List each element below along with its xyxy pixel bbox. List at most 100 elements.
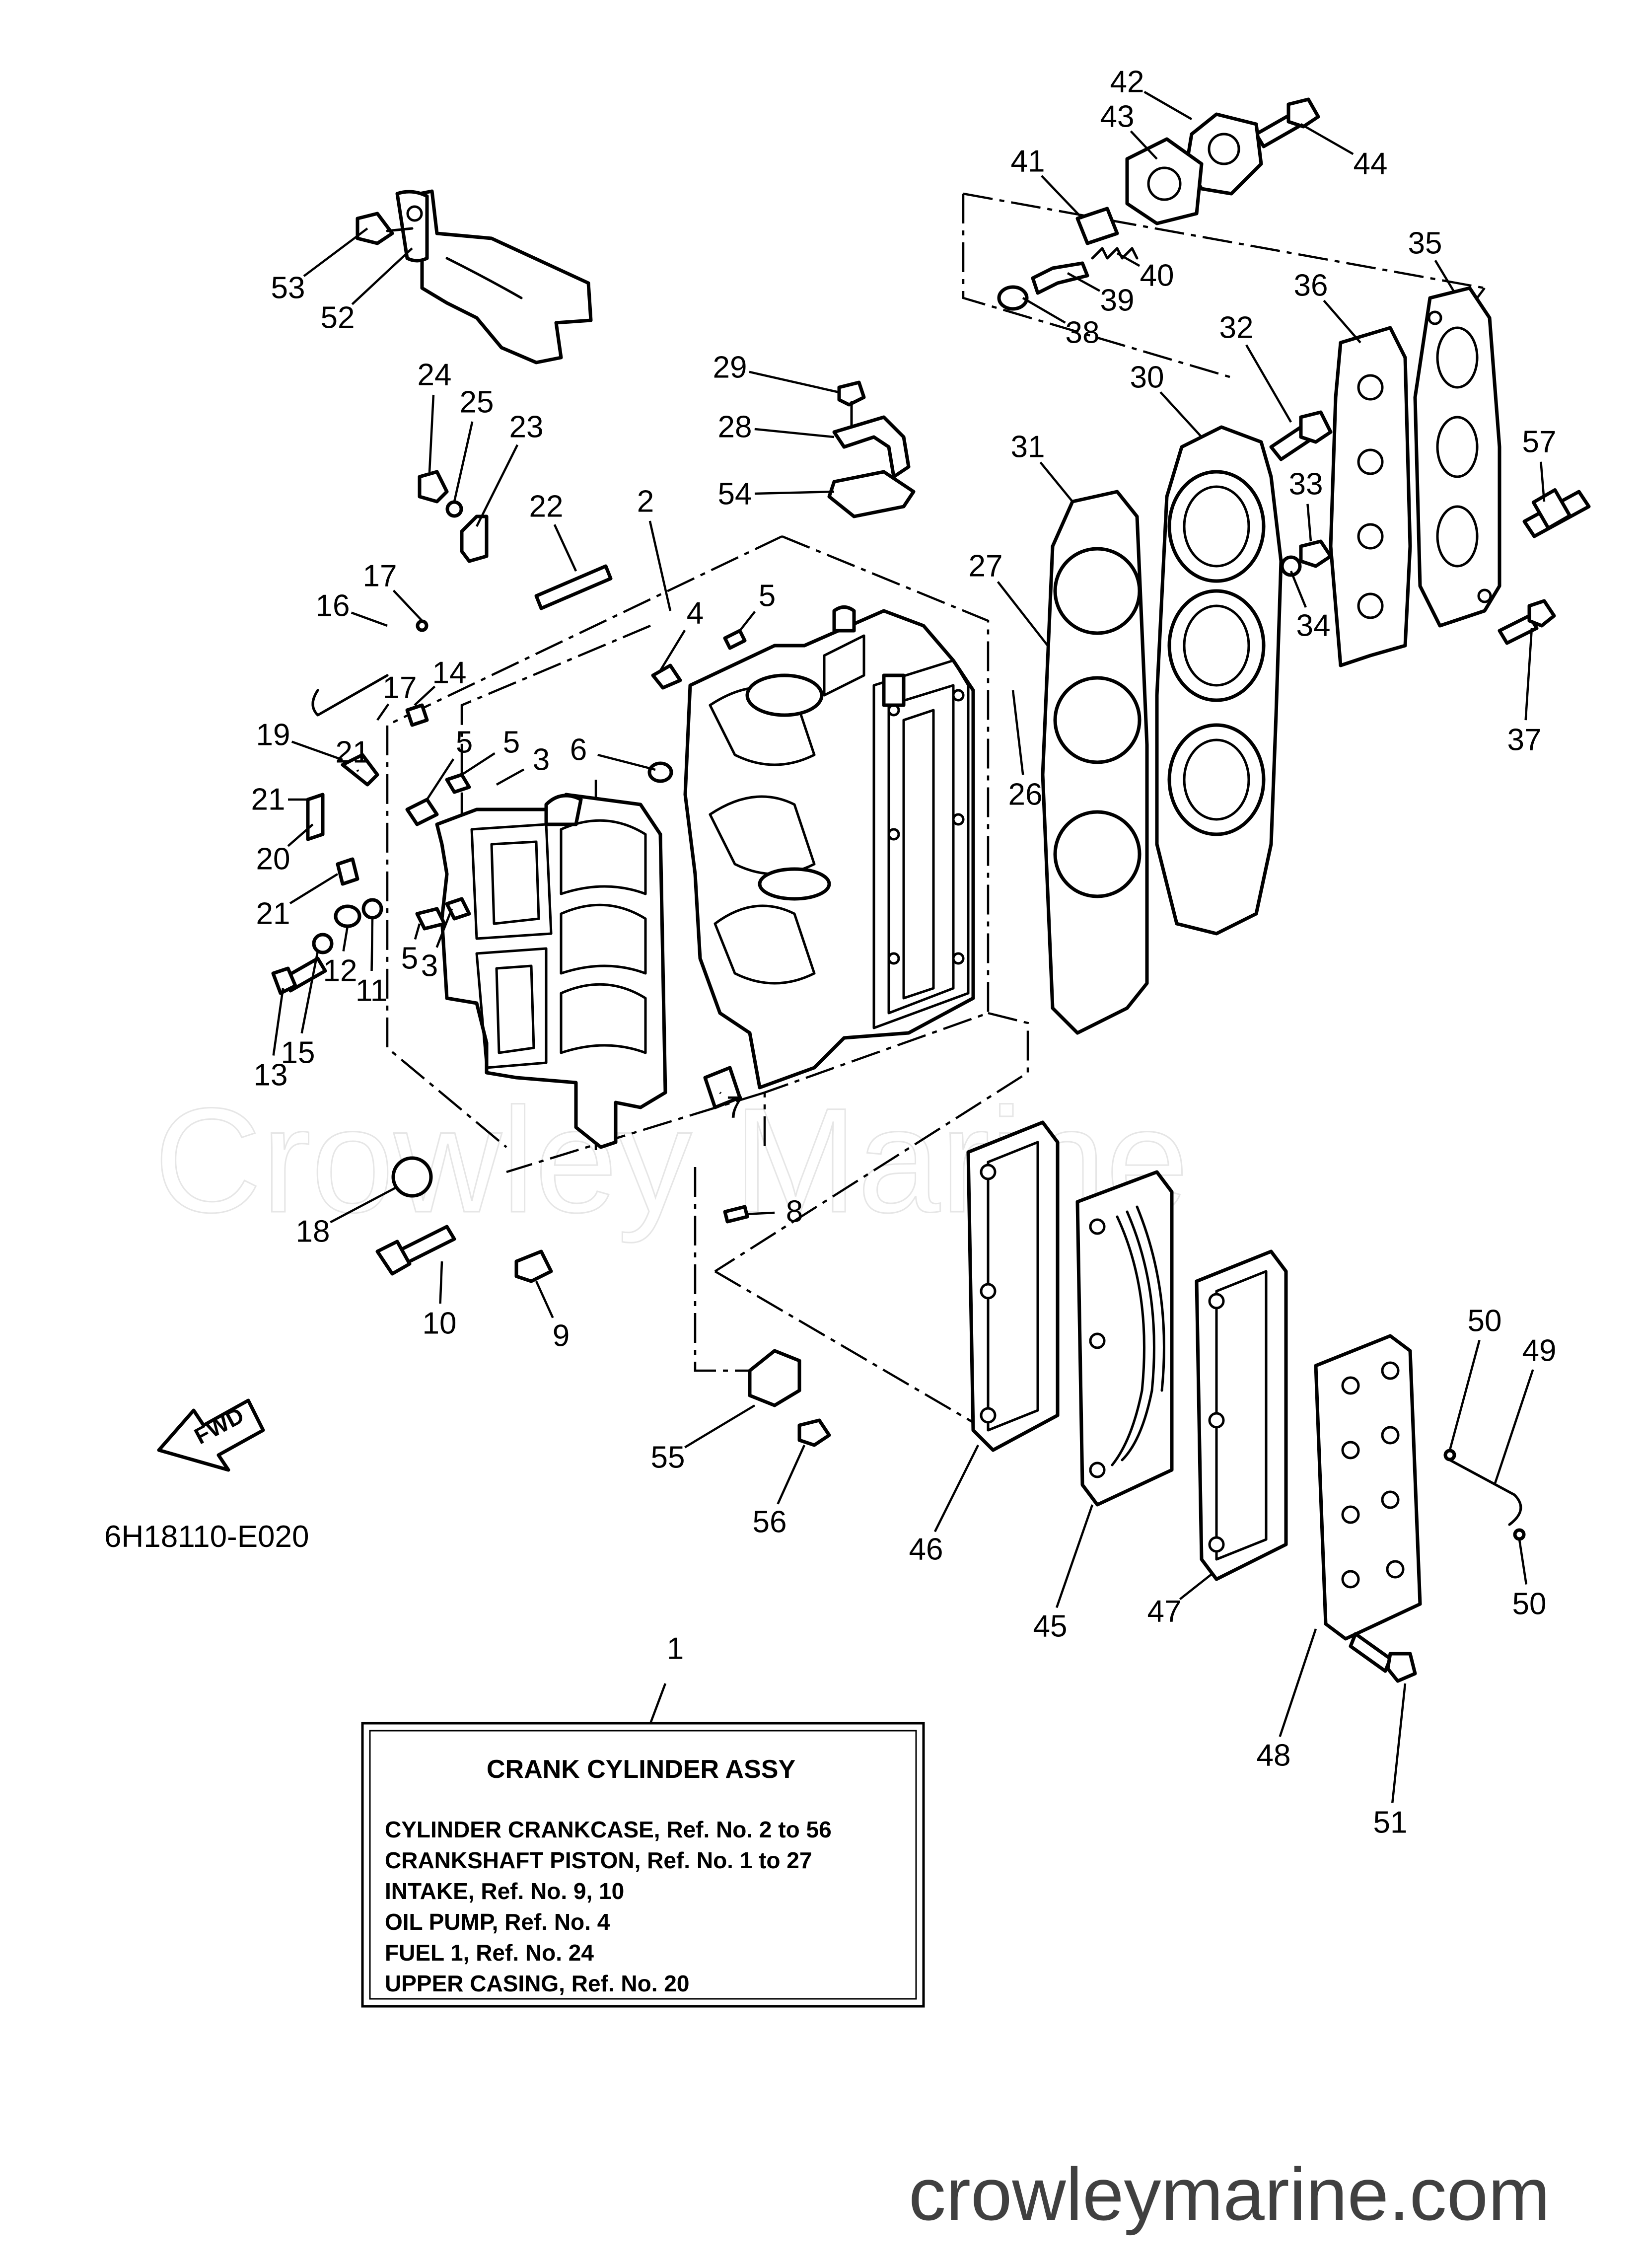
leader-line (351, 611, 388, 627)
info-box-line: CRANKSHAFT PISTON, Ref. No. 1 to 27 (385, 1847, 812, 1873)
leader-line (439, 1261, 443, 1304)
callout-12: 12 (323, 954, 357, 988)
leader-line (597, 753, 656, 771)
stud-22 (534, 564, 613, 610)
leader-line (1518, 1539, 1528, 1585)
callout-25: 25 (460, 385, 494, 420)
callout-21: 21 (336, 735, 370, 770)
pin-3 (445, 897, 471, 921)
callout-16: 16 (316, 589, 350, 623)
callout-43: 43 (1100, 100, 1135, 134)
callout-50: 50 (1468, 1304, 1502, 1338)
footer-url: crowleymarine.com (909, 2152, 1550, 2236)
leader-lines (272, 91, 1546, 1803)
callout-36: 36 (1294, 269, 1328, 303)
pin-5b (445, 773, 471, 794)
callout-44: 44 (1354, 147, 1388, 181)
callout-32: 32 (1219, 311, 1254, 345)
leader-line (475, 444, 519, 527)
pin-4 (651, 663, 682, 690)
callout-35: 35 (1408, 226, 1442, 261)
callout-29: 29 (713, 351, 747, 385)
leader-line (435, 908, 453, 948)
callout-5: 5 (456, 726, 473, 760)
bolt-9 (514, 1249, 553, 1283)
washer-25 (445, 500, 463, 518)
clip-50-bottom (1513, 1528, 1526, 1541)
callout-39: 39 (1100, 284, 1135, 318)
callout-21: 21 (251, 783, 286, 817)
valve-39 (1031, 261, 1089, 295)
screw-24 (418, 470, 449, 504)
leader-line (351, 247, 413, 305)
leader-line (1067, 272, 1101, 292)
seal-38 (997, 285, 1029, 311)
leader-line (997, 581, 1049, 647)
callout-48: 48 (1257, 1739, 1291, 1773)
info-box-ref: 1 (667, 1632, 684, 1666)
washer-34 (1280, 555, 1302, 577)
head-cover-gasket-36 (1329, 326, 1412, 667)
callout-27: 27 (969, 549, 1003, 584)
callout-23: 23 (509, 410, 544, 444)
leader-line (356, 769, 359, 772)
info-box-title: CRANK CYLINDER ASSY (487, 1755, 795, 1784)
callout-14: 14 (432, 656, 467, 690)
callout-3: 3 (533, 743, 550, 777)
bracket-plate (395, 189, 593, 365)
exhaust-gasket-46 (966, 1120, 1060, 1452)
leader-line (1434, 260, 1456, 294)
callout-5: 5 (401, 942, 418, 976)
callout-21: 21 (256, 897, 290, 931)
leader-line (1179, 1573, 1213, 1600)
leader-line (744, 1211, 775, 1216)
callout-52: 52 (321, 301, 355, 335)
leader-line (754, 428, 835, 439)
leader-line (303, 227, 368, 277)
callout-26: 26 (1008, 778, 1043, 812)
leader-line (754, 490, 835, 495)
gasket-43 (1125, 137, 1204, 225)
leader-line (933, 1444, 980, 1533)
leader-line (1300, 123, 1354, 155)
callout-8: 8 (786, 1195, 803, 1229)
leader-line (1116, 252, 1141, 267)
fitting-19 (341, 753, 379, 787)
spark-plug-57 (1522, 488, 1591, 538)
leader-line (1279, 1628, 1317, 1737)
callout-22: 22 (529, 490, 564, 524)
leader-line (291, 740, 343, 761)
pin-5a (405, 798, 439, 826)
leader-line (287, 823, 314, 847)
info-box-line: UPPER CASING, Ref. No. 20 (385, 1971, 689, 1996)
callout-54: 54 (718, 477, 752, 512)
leader-line (376, 703, 390, 721)
spring-40 (1091, 247, 1139, 260)
leader-line (414, 685, 436, 706)
pin-8 (723, 1205, 749, 1224)
leader-line (428, 394, 435, 472)
leader-line (461, 752, 496, 776)
callout-46: 46 (909, 1533, 943, 1567)
callout-57: 57 (1522, 425, 1557, 459)
crankcase (435, 793, 667, 1149)
callout-6: 6 (570, 733, 587, 767)
leader-line (496, 768, 525, 786)
leader-line (414, 923, 421, 940)
info-box: 1 CRANK CYLINDER ASSY CYLINDER CRANKCASE… (361, 1632, 925, 2008)
callout-15: 15 (281, 1036, 315, 1070)
callout-10: 10 (423, 1307, 457, 1341)
callout-24: 24 (418, 358, 452, 392)
callout-45: 45 (1033, 1610, 1068, 1644)
callout-17: 17 (363, 559, 397, 593)
leader-line (535, 1281, 554, 1318)
bolt-10 (375, 1225, 456, 1276)
leader-line (1493, 1369, 1534, 1485)
clamp-28 (832, 415, 911, 479)
nut-12 (334, 904, 361, 928)
leader-line (330, 1186, 398, 1224)
callout-18: 18 (296, 1215, 330, 1249)
seal-6 (647, 761, 673, 783)
bolt-32 (1269, 410, 1333, 461)
